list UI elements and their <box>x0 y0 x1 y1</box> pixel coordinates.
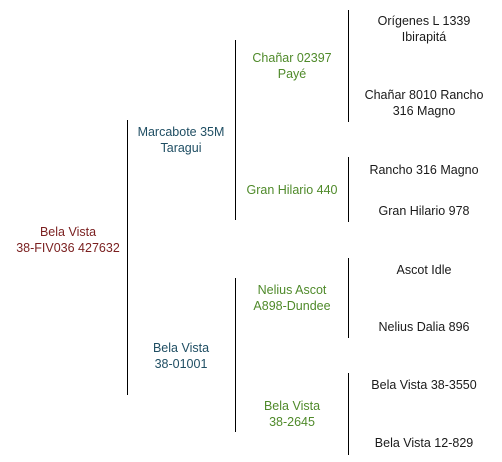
dam-sire-node: Nelius Ascot A898-Dundee <box>253 282 330 314</box>
dam-sire-line2: A898-Dundee <box>253 299 331 313</box>
ggp-4-name: Gran Hilario 978 <box>378 204 470 218</box>
ggp-1-name: Orígenes L 1339 <box>377 14 471 28</box>
sire-node: Marcabote 35M Taragui <box>138 124 225 156</box>
ggp-node-3: Rancho 316 Magno <box>369 162 478 178</box>
subject-name: Bela Vista <box>39 225 97 239</box>
sire-dam-node: Gran Hilario 440 <box>246 182 337 198</box>
sire-sire-line2: Payé <box>277 67 307 81</box>
ggp-node-5: Ascot Idle <box>397 262 452 278</box>
ggp-node-7: Bela Vista 38-3550 <box>371 377 476 393</box>
sire-name: Marcabote 35M <box>137 125 225 139</box>
dam-dam-line2: 38-2645 <box>269 415 315 429</box>
sire-dam-name: Gran Hilario 440 <box>246 183 338 197</box>
dam-node: Bela Vista 38-01001 <box>153 340 209 372</box>
ggp-8-name: Bela Vista 12-829 <box>374 436 474 450</box>
dam-dam-node: Bela Vista 38-2645 <box>264 398 320 430</box>
subject-registration: 38-FIV036 427632 <box>16 241 120 255</box>
ggp-5-name: Ascot Idle <box>396 263 452 277</box>
dam-line2: 38-01001 <box>154 357 208 371</box>
dam-dam-name: Bela Vista <box>263 399 321 413</box>
subject-node: Bela Vista 38-FIV036 427632 <box>16 224 120 256</box>
sire-line2: Taragui <box>160 141 202 155</box>
ggp-1-line2: Ibirapitá <box>401 30 447 44</box>
ggp-3-name: Rancho 316 Magno <box>369 163 479 177</box>
ggp-2-name: Chañar 8010 Rancho <box>364 88 484 102</box>
ggp-6-name: Nelius Dalia 896 <box>378 320 470 334</box>
ggp-node-4: Gran Hilario 978 <box>378 203 469 219</box>
sire-sire-name: Chañar 02397 <box>252 51 332 65</box>
ggp-node-6: Nelius Dalia 896 <box>378 319 469 335</box>
ggp-node-1: Orígenes L 1339 Ibirapitá <box>378 13 471 45</box>
sire-sire-node: Chañar 02397 Payé <box>252 50 331 82</box>
ggp-2-line2: 316 Magno <box>392 104 456 118</box>
dam-name: Bela Vista <box>152 341 210 355</box>
ggp-node-8: Bela Vista 12-829 <box>375 435 473 451</box>
ggp-7-name: Bela Vista 38-3550 <box>371 378 477 392</box>
ggp-node-2: Chañar 8010 Rancho 316 Magno <box>365 87 484 119</box>
dam-sire-name: Nelius Ascot <box>257 283 327 297</box>
